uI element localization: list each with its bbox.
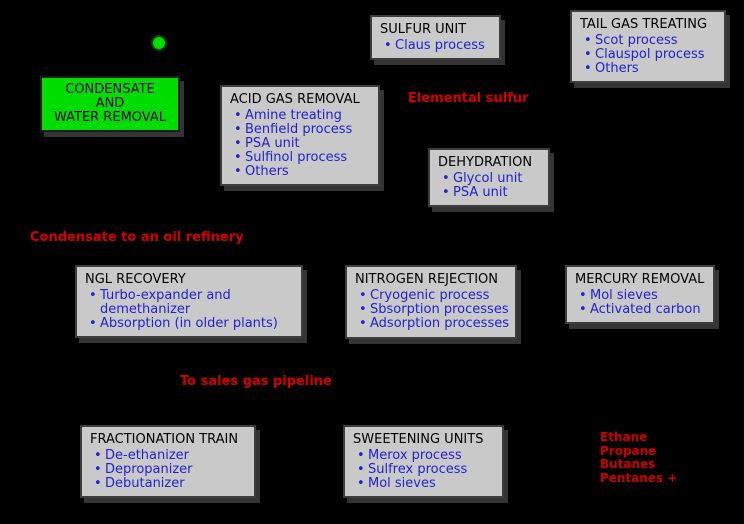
label-condensate-to-refinery: Condensate to an oil refinery <box>30 230 244 245</box>
node-items: Mol sievesActivated carbon <box>567 289 713 322</box>
node-title: FRACTIONATION TRAIN <box>90 432 239 447</box>
green-dot-marker <box>151 35 167 51</box>
list-item: Cryogenic process <box>357 289 509 304</box>
node-tail-gas-treating: TAIL GAS TREATING Scot processClauspol p… <box>570 10 726 83</box>
node-items: Claus process <box>372 39 499 58</box>
node-mercury-removal: MERCURY REMOVAL Mol sievesActivated carb… <box>565 265 715 324</box>
node-condensate-water-removal: CONDENSATE AND WATER REMOVAL <box>40 76 180 132</box>
node-items: De-ethanizerDepropanizerDebutanizer <box>82 449 254 496</box>
list-item: Ethane <box>600 430 648 444</box>
node-nitrogen-rejection: NITROGEN REJECTION Cryogenic processSbso… <box>345 265 517 339</box>
list-item: Amine treating <box>232 109 372 124</box>
list-item: Claus process <box>382 39 493 54</box>
list-item: Activated carbon <box>577 303 707 318</box>
node-sulfur-unit: SULFUR UNIT Claus process <box>370 15 501 60</box>
list-item: Mol sieves <box>355 477 496 492</box>
list-item: Adsorption processes <box>357 317 509 332</box>
node-items: Amine treatingBenfield processPSA unitSu… <box>222 109 378 184</box>
node-items: Glycol unitPSA unit <box>430 172 548 205</box>
list-item: PSA unit <box>232 137 372 152</box>
list-item: Mol sieves <box>577 289 707 304</box>
node-title: SULFUR UNIT <box>380 22 467 37</box>
list-item: PSA unit <box>440 186 542 201</box>
node-ngl-recovery: NGL RECOVERY Turbo-expander and demethan… <box>75 265 303 338</box>
label-elemental-sulfur: Elemental sulfur <box>408 91 529 106</box>
node-sweetening-units: SWEETENING UNITS Merox processSulfrex pr… <box>343 425 504 498</box>
list-item: De-ethanizer <box>92 449 248 464</box>
node-fractionation-train: FRACTIONATION TRAIN De-ethanizerDepropan… <box>80 425 256 498</box>
list-item: Scot process <box>582 34 718 49</box>
node-acid-gas-removal: ACID GAS REMOVAL Amine treatingBenfield … <box>220 85 380 186</box>
label-sales-gas-pipeline: To sales gas pipeline <box>180 374 332 389</box>
node-title: ACID GAS REMOVAL <box>230 92 360 107</box>
list-item: Pentanes + <box>600 470 678 485</box>
list-item: Debutanizer <box>92 477 248 492</box>
node-title: NITROGEN REJECTION <box>355 272 499 287</box>
list-item: Butanes <box>600 457 656 471</box>
node-items: Scot processClauspol processOthers <box>572 34 724 81</box>
list-item: Turbo-expander and demethanizer <box>87 289 295 317</box>
node-title: MERCURY REMOVAL <box>575 272 705 287</box>
list-item: Sulfrex process <box>355 463 496 478</box>
list-item: Benfield process <box>232 123 372 138</box>
node-dehydration: DEHYDRATION Glycol unitPSA unit <box>428 148 550 207</box>
node-title: CONDENSATE AND WATER REMOVAL <box>53 82 166 125</box>
list-item: Propane <box>600 443 657 458</box>
list-item: Others <box>582 62 718 77</box>
list-item: Sulfinol process <box>232 151 372 166</box>
list-item: Clauspol process <box>582 48 718 63</box>
list-item: Sbsorption processes <box>357 303 509 318</box>
list-item: Merox process <box>355 449 496 464</box>
node-items: Cryogenic processSbsorption processesAds… <box>347 289 515 336</box>
list-item: Glycol unit <box>440 172 542 187</box>
list-item: Depropanizer <box>92 463 248 478</box>
node-title: SWEETENING UNITS <box>353 432 484 447</box>
node-items: Merox processSulfrex processMol sieves <box>345 449 502 496</box>
node-title: DEHYDRATION <box>438 155 533 170</box>
list-item: Absorption (in older plants) <box>87 317 295 332</box>
node-title: NGL RECOVERY <box>85 272 186 287</box>
node-title: TAIL GAS TREATING <box>580 17 708 32</box>
list-item: Others <box>232 165 372 180</box>
node-items: Turbo-expander and demethanizerAbsorptio… <box>77 289 301 336</box>
